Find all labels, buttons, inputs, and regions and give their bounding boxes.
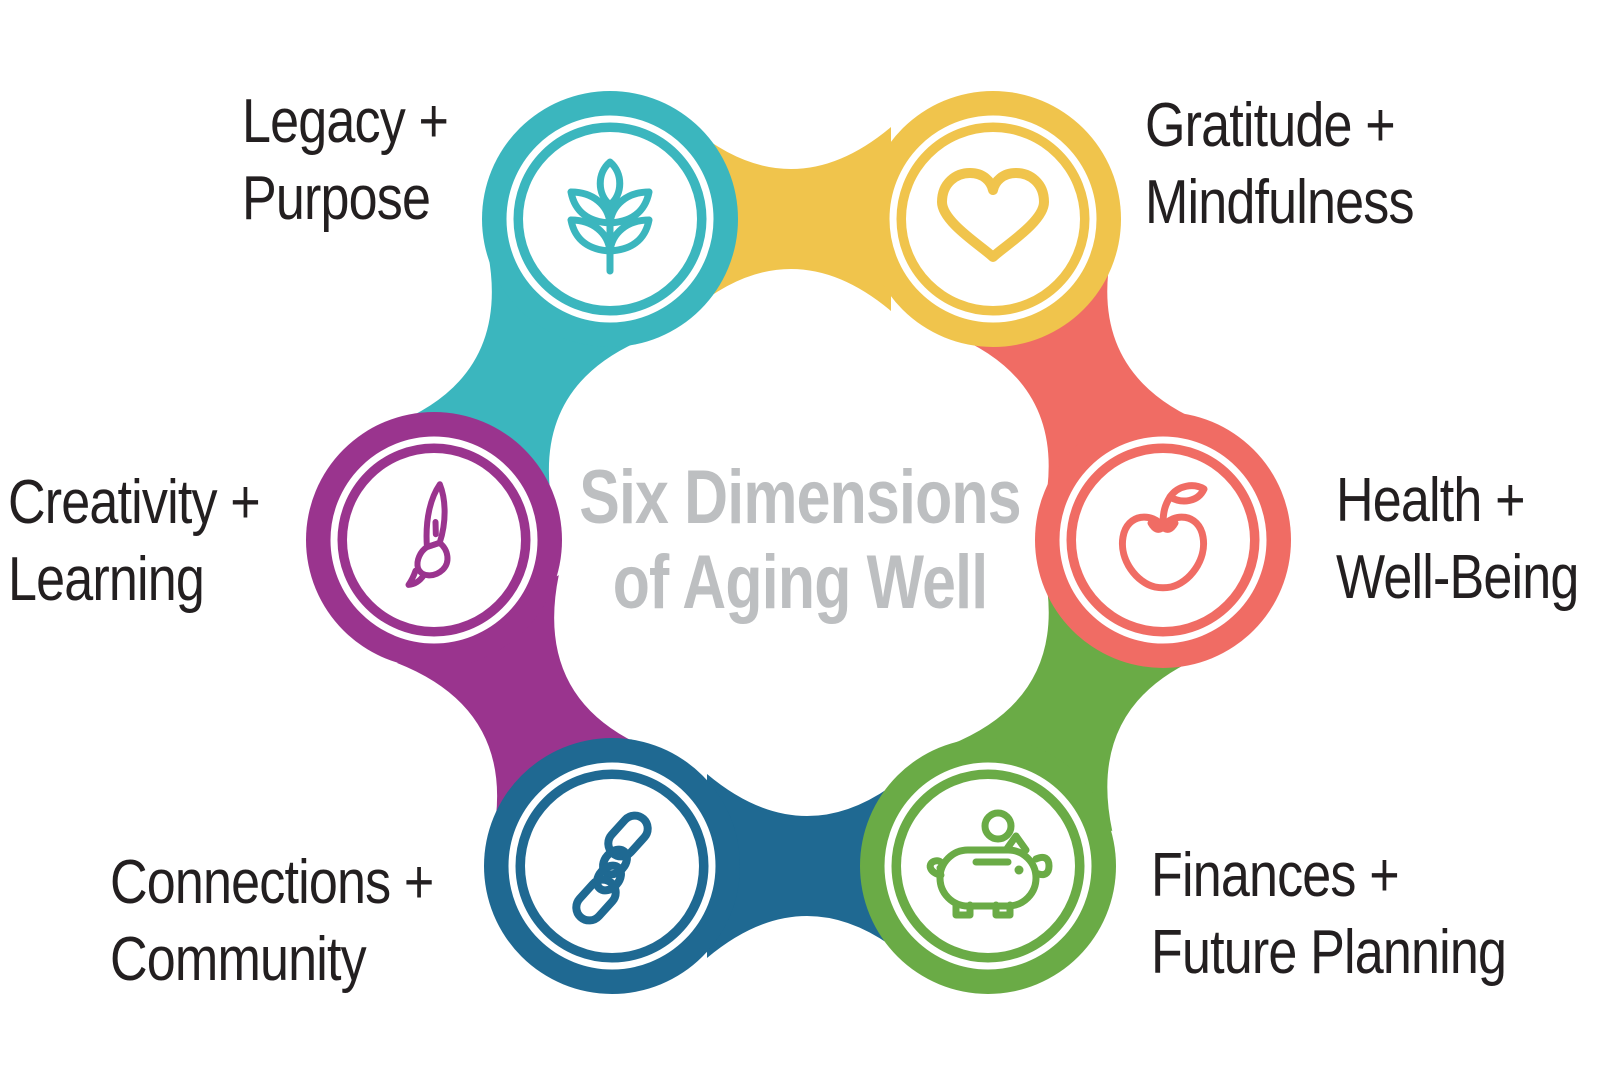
label-gratitude-mindfulness: Gratitude + Mindfulness xyxy=(1145,87,1414,241)
node-ring xyxy=(508,762,716,970)
node-finances-future-planning xyxy=(860,738,1116,994)
node-ring xyxy=(889,115,1097,323)
label-finances-future-planning: Finances + Future Planning xyxy=(1151,837,1507,991)
heart-icon xyxy=(937,168,1049,262)
node-inner xyxy=(901,779,1075,953)
label-line: Creativity + xyxy=(8,468,261,537)
node-ring xyxy=(506,115,714,323)
label-creativity-learning: Creativity + Learning xyxy=(8,464,261,618)
node-connections-community xyxy=(484,738,740,994)
node-gratitude-mindfulness xyxy=(865,91,1121,347)
label-line: Mindfulness xyxy=(1145,168,1414,237)
apple-icon xyxy=(1118,482,1208,592)
label-line: Learning xyxy=(8,545,205,614)
label-line: Purpose xyxy=(242,164,431,233)
plant-icon xyxy=(567,158,653,275)
node-inner xyxy=(1076,453,1250,627)
piggy-eye xyxy=(1014,865,1024,875)
label-health-well-being: Health + Well-Being xyxy=(1336,462,1579,616)
diagram-title-line1: Six Dimensions xyxy=(579,455,1021,540)
node-creativity-learning xyxy=(306,412,562,668)
node-health-well-being xyxy=(1035,412,1291,668)
label-line: Health + xyxy=(1336,466,1526,535)
label-line: Connections + xyxy=(110,848,434,917)
node-ring xyxy=(330,436,538,644)
node-legacy-purpose xyxy=(482,91,738,347)
label-line: Future Planning xyxy=(1151,918,1507,987)
diagram-title: Six Dimensions of Aging Well xyxy=(560,455,1040,625)
node-inner xyxy=(347,453,521,627)
node-ring xyxy=(1059,436,1267,644)
label-line: Well-Being xyxy=(1336,543,1579,612)
diagram-title-line2: of Aging Well xyxy=(612,540,988,625)
node-inner xyxy=(906,132,1080,306)
label-legacy-purpose: Legacy + Purpose xyxy=(242,83,449,237)
label-line: Community xyxy=(110,925,367,994)
label-line: Gratitude + xyxy=(1145,91,1396,160)
label-line: Legacy + xyxy=(242,87,449,156)
connector-legacy-gratitude xyxy=(691,127,891,311)
chain-link-icon xyxy=(572,811,652,925)
node-ring xyxy=(884,762,1092,970)
paintbrush-icon xyxy=(405,481,451,588)
connector-finances-connections xyxy=(707,774,907,958)
label-connections-community: Connections + Community xyxy=(110,844,434,998)
label-line: Finances + xyxy=(1151,841,1400,910)
piggy-bank-icon xyxy=(926,809,1053,919)
